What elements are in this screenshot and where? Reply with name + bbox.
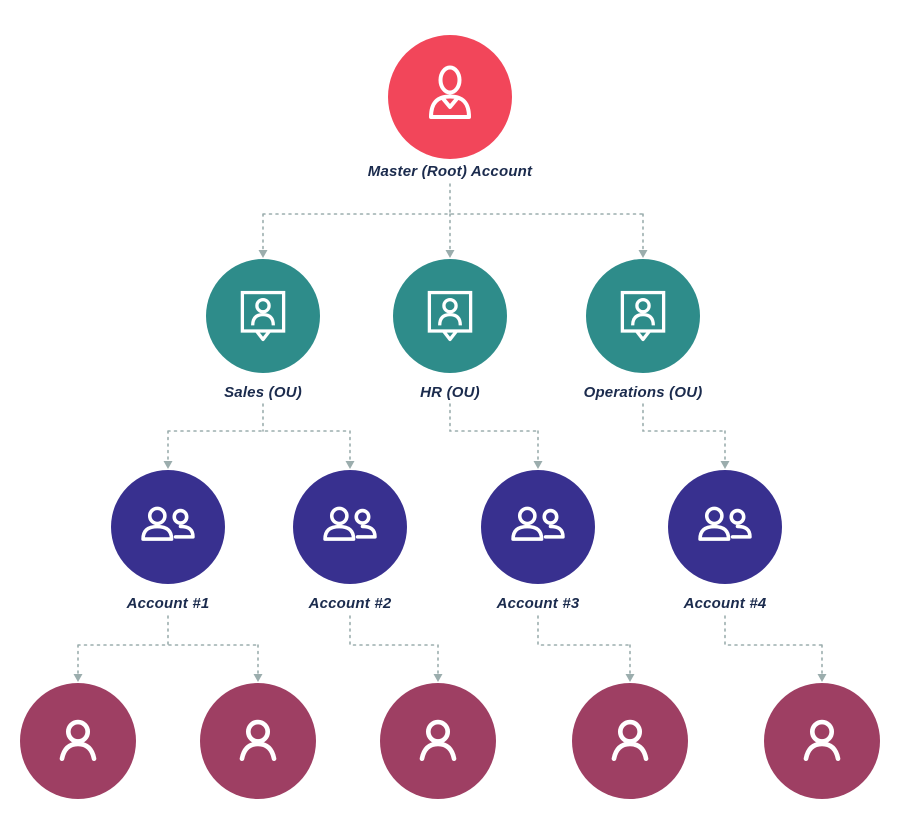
users-icon bbox=[511, 506, 565, 541]
label-ou-operations: Operations (OU) bbox=[583, 384, 703, 401]
user-badge-icon bbox=[620, 290, 666, 342]
node-root-account bbox=[388, 35, 512, 159]
user-badge-icon bbox=[427, 290, 473, 342]
node-account-3 bbox=[481, 470, 595, 584]
label-ou-sales: Sales (OU) bbox=[224, 384, 302, 401]
person-icon bbox=[419, 719, 457, 762]
person-icon bbox=[239, 719, 277, 762]
node-ou-hr bbox=[393, 259, 507, 373]
label-account-4: Account #4 bbox=[683, 595, 767, 612]
label-account-2: Account #2 bbox=[308, 595, 392, 612]
person-icon bbox=[803, 719, 841, 762]
label-account-3: Account #3 bbox=[496, 595, 580, 612]
node-user-3 bbox=[380, 683, 496, 799]
label-ou-hr: HR (OU) bbox=[420, 384, 480, 401]
node-user-1 bbox=[20, 683, 136, 799]
node-account-2 bbox=[293, 470, 407, 584]
node-user-2 bbox=[200, 683, 316, 799]
users-icon bbox=[323, 506, 377, 541]
label-root-account: Master (Root) Account bbox=[367, 163, 533, 180]
users-icon bbox=[141, 506, 195, 541]
label-account-1: Account #1 bbox=[126, 595, 210, 612]
node-ou-sales bbox=[206, 259, 320, 373]
node-account-1 bbox=[111, 470, 225, 584]
node-user-5 bbox=[764, 683, 880, 799]
users-icon bbox=[698, 506, 752, 541]
person-icon bbox=[59, 719, 97, 762]
node-ou-operations bbox=[586, 259, 700, 373]
node-account-4 bbox=[668, 470, 782, 584]
person-outline-icon bbox=[429, 65, 471, 119]
user-badge-icon bbox=[240, 290, 286, 342]
person-icon bbox=[611, 719, 649, 762]
node-user-4 bbox=[572, 683, 688, 799]
